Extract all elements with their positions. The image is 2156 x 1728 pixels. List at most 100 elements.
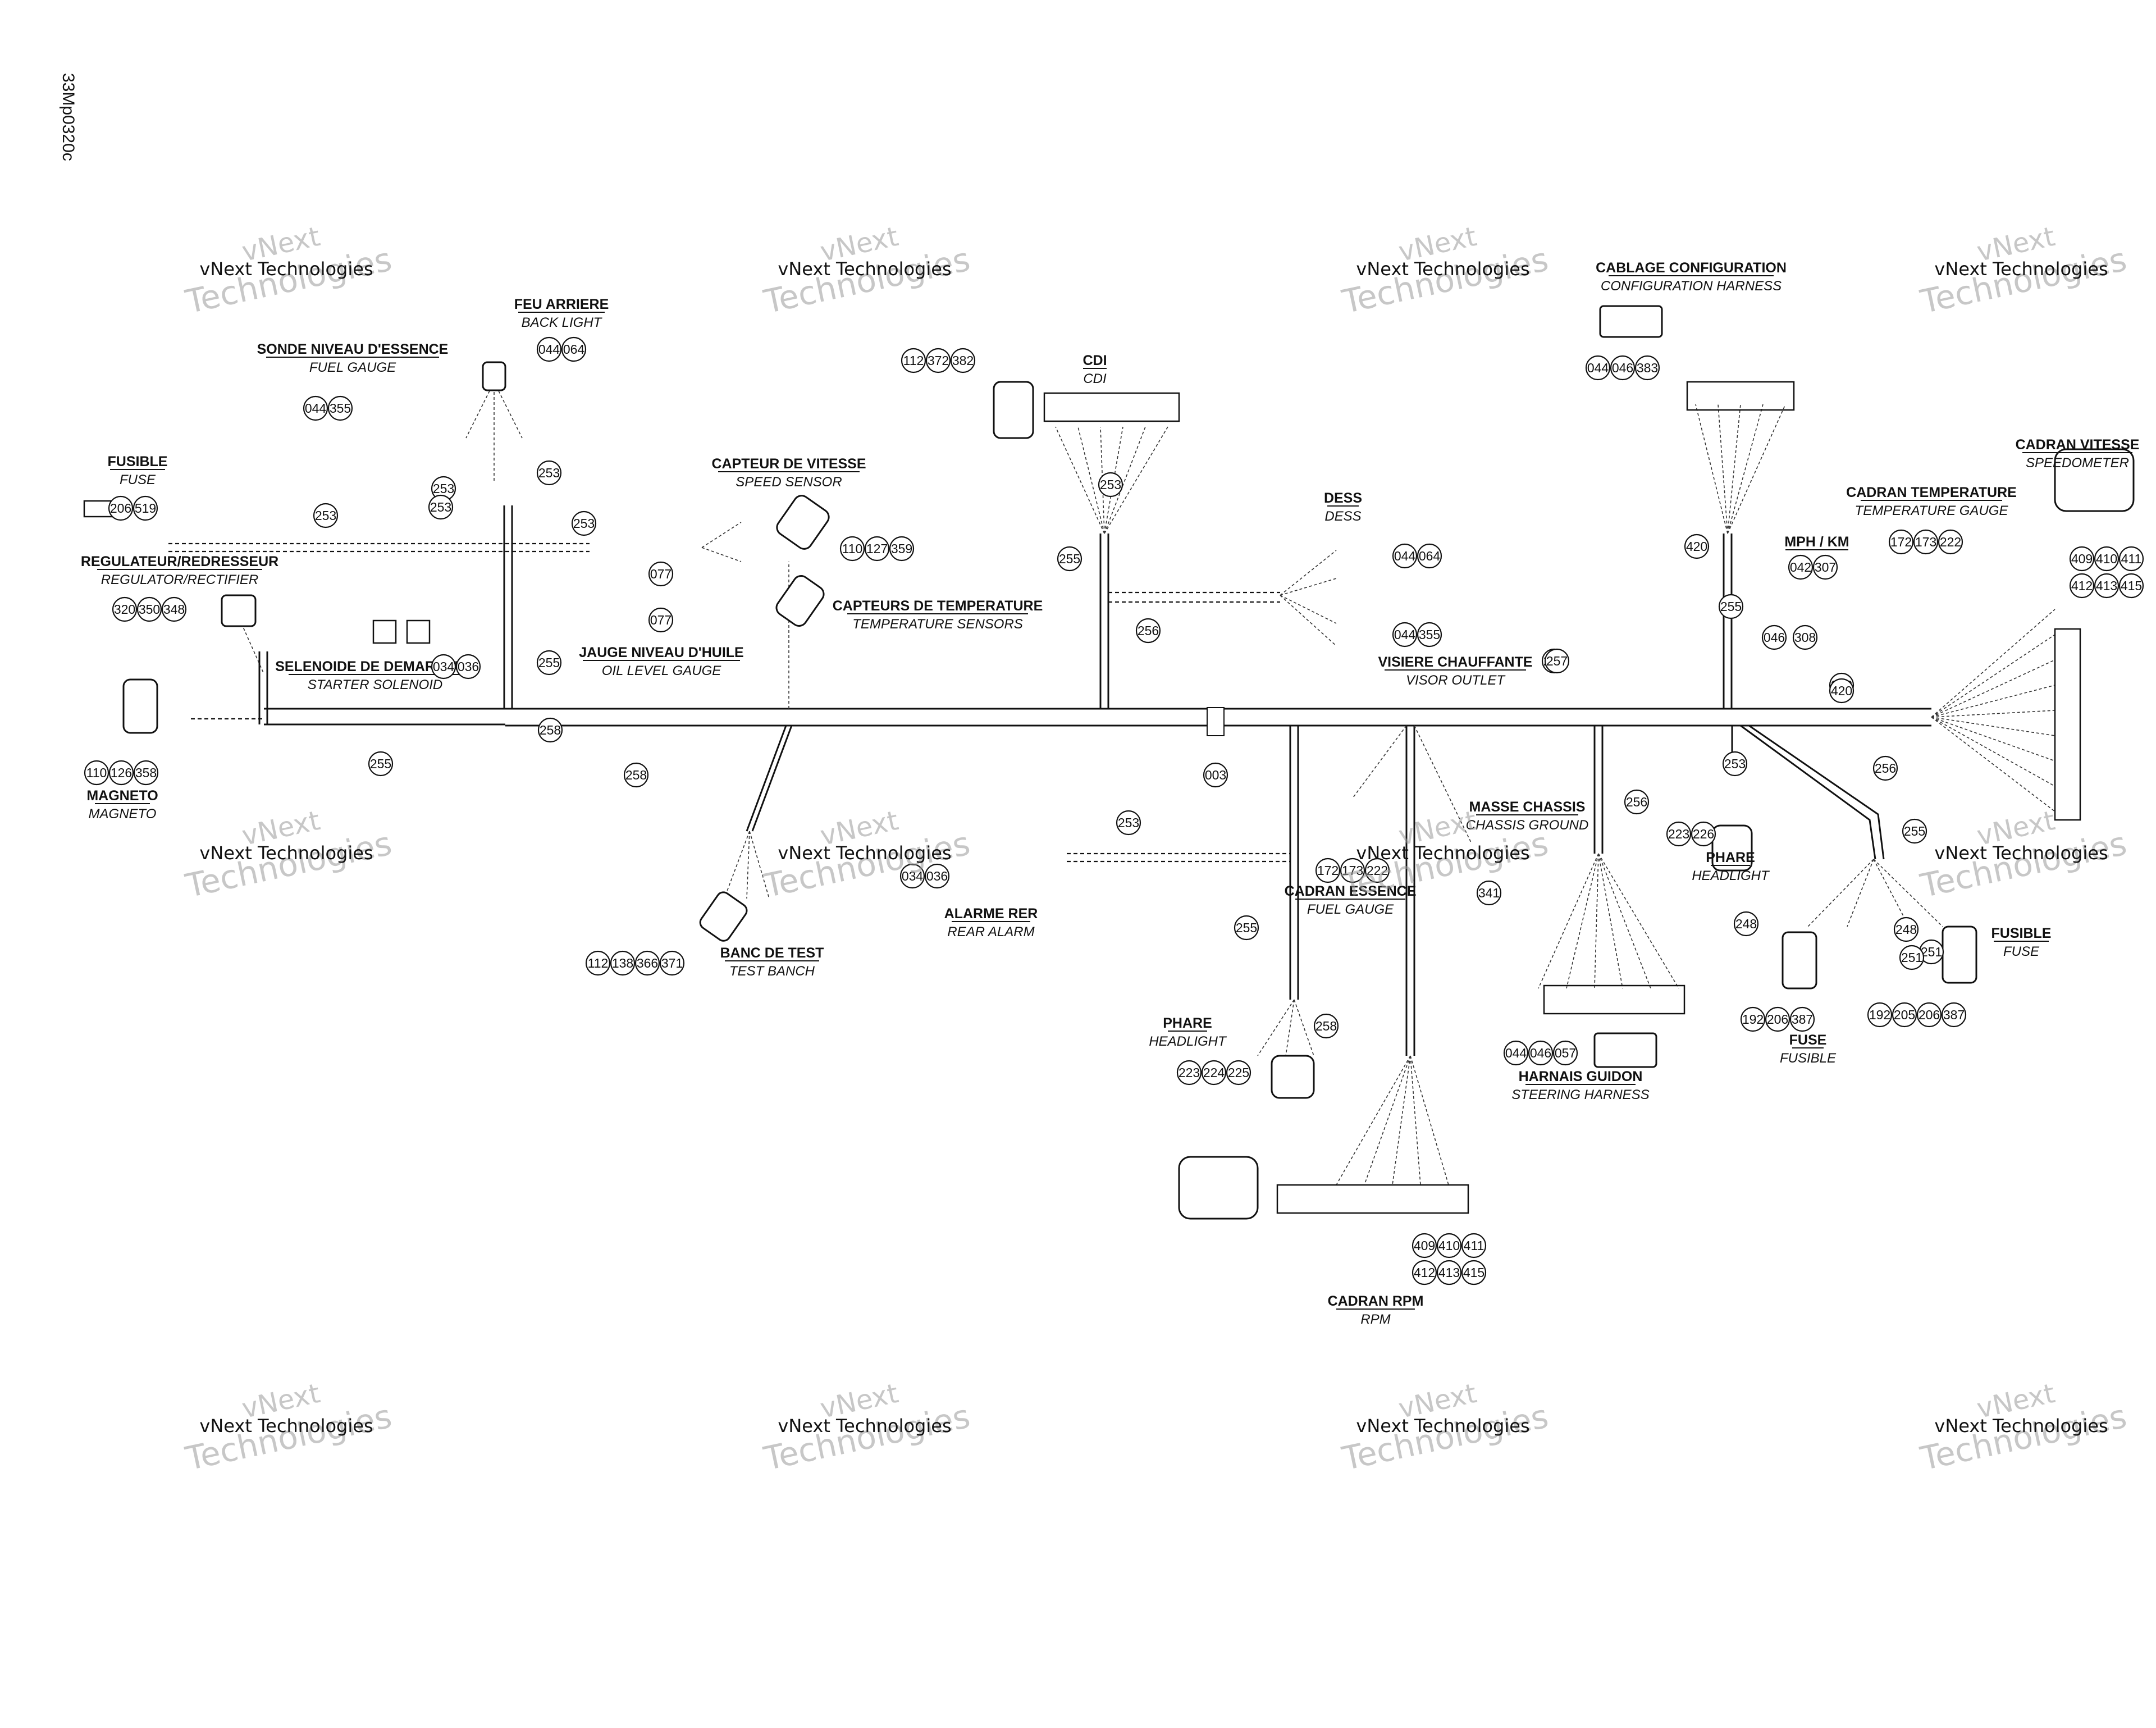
ref-number: 064 <box>1419 549 1441 563</box>
harness-ref-number: 258 <box>1315 1019 1337 1033</box>
harness-ref-number: 257 <box>1546 654 1568 668</box>
harness-ref-number: 003 <box>1205 768 1226 782</box>
ref-number: 223 <box>1179 1065 1200 1080</box>
component-subtitle: STEERING HARNESS <box>1511 1087 1649 1102</box>
component-subtitle: CDI <box>1083 371 1107 386</box>
ref-circle: 036 <box>455 654 481 680</box>
ref-number: 036 <box>926 869 948 883</box>
component-subtitle: FUEL GAUGE <box>309 360 396 375</box>
ref-number: 410 <box>1438 1238 1460 1253</box>
ref-number: 371 <box>661 956 683 970</box>
ref-number: 192 <box>1742 1012 1764 1027</box>
component-subtitle: TEST BANCH <box>729 964 815 979</box>
harness-ref: 255 <box>1057 546 1082 572</box>
ref-circle: 192 <box>1740 1006 1766 1032</box>
ref-circle: 126 <box>108 760 134 786</box>
ref-circle: 044 <box>1503 1040 1529 1066</box>
harness-ref-number: 255 <box>1904 824 1925 838</box>
ref-circle: 223 <box>1176 1060 1202 1086</box>
component-subtitle: VISOR OUTLET <box>1406 673 1506 688</box>
ref-circle: 411 <box>1461 1233 1487 1259</box>
ref-circle: 366 <box>634 950 660 976</box>
ref-circle: 044 <box>1585 355 1611 381</box>
ref-number: 387 <box>1792 1012 1813 1027</box>
harness-ref: 420 <box>1829 678 1854 704</box>
ref-circle: 355 <box>327 395 353 421</box>
ref-number: 409 <box>2071 551 2093 566</box>
component-title: CADRAN RPM <box>1328 1293 1424 1309</box>
ref-number: 224 <box>1203 1065 1225 1080</box>
ref-number: 382 <box>952 353 974 368</box>
harness-ref-number: 253 <box>1100 477 1121 492</box>
harness-ref-number: 253 <box>1724 756 1746 771</box>
ref-circle: 042 <box>1788 554 1814 580</box>
harness-refs-layer: 2532532532532532532532582552552582552562… <box>313 460 1944 1039</box>
harness-ref-number: 253 <box>1118 815 1139 830</box>
ref-number: 044 <box>538 342 560 357</box>
component-title: PHARE <box>1163 1015 1212 1031</box>
ref-number: 359 <box>891 541 912 556</box>
ref-circle: 057 <box>1552 1040 1578 1066</box>
ref-circle: 415 <box>2118 573 2144 599</box>
document-id: 33Mp0320c <box>59 73 77 161</box>
watermark-inline: vNext Technologies <box>778 258 951 280</box>
harness-ref: 255 <box>536 650 562 676</box>
harness-ref: 308 <box>1792 624 1818 650</box>
ref-number: 413 <box>1438 1265 1460 1280</box>
watermark-inline: vNext Technologies <box>199 258 373 280</box>
harness-ref-number: 253 <box>433 481 454 496</box>
ref-number: 519 <box>135 501 156 516</box>
harness-ref-number: 248 <box>1895 922 1917 937</box>
ref-number: 205 <box>1894 1007 1915 1022</box>
component-title: BANC DE TEST <box>720 945 824 961</box>
ref-circle: 127 <box>864 536 890 562</box>
ref-circle: 064 <box>561 336 587 362</box>
ref-number: 413 <box>2096 578 2117 593</box>
harness-ref-number: 046 <box>1764 630 1785 645</box>
ref-number: 366 <box>637 956 658 970</box>
ref-number: 192 <box>1869 1007 1890 1022</box>
ref-number: 126 <box>111 765 132 780</box>
ref-circle: 064 <box>1417 543 1442 569</box>
ref-number: 044 <box>1394 549 1416 563</box>
ref-number: 348 <box>163 602 185 617</box>
ref-number: 412 <box>1414 1265 1435 1280</box>
component-subtitle: BACK LIGHT <box>522 315 603 330</box>
ref-circle: 355 <box>1417 622 1442 648</box>
ref-circle: 320 <box>112 596 138 622</box>
component-title: CAPTEUR DE VITESSE <box>711 456 866 472</box>
watermark-inline: vNext Technologies <box>1934 842 2108 864</box>
harness-ref: 255 <box>1234 915 1259 941</box>
component-title: HARNAIS GUIDON <box>1519 1069 1643 1084</box>
component-subtitle: REGULATOR/RECTIFIER <box>101 572 258 587</box>
ref-circle: 226 <box>1691 821 1716 847</box>
ref-circle: 222 <box>1938 529 1963 555</box>
harness-ref: 258 <box>537 717 563 743</box>
component-title: FUSE <box>1789 1032 1827 1048</box>
ref-circle: 412 <box>2069 573 2095 599</box>
component-title: FUSIBLE <box>108 454 168 469</box>
ref-circle: 387 <box>1789 1006 1815 1032</box>
ref-number: 077 <box>650 613 672 627</box>
harness-ref: 256 <box>1872 755 1898 781</box>
component-title: VISIERE CHAUFFANTE <box>1378 654 1532 670</box>
ref-circle: 307 <box>1812 554 1838 580</box>
ref-circle: 371 <box>659 950 685 976</box>
ref-circle: 413 <box>1436 1260 1462 1285</box>
ref-circle: 341 <box>1476 880 1502 906</box>
component-title: CABLAGE CONFIGURATION <box>1596 260 1787 276</box>
ref-circle: 110 <box>839 536 865 562</box>
ref-circle: 044 <box>1392 622 1418 648</box>
component-subtitle: FUSE <box>120 472 156 487</box>
